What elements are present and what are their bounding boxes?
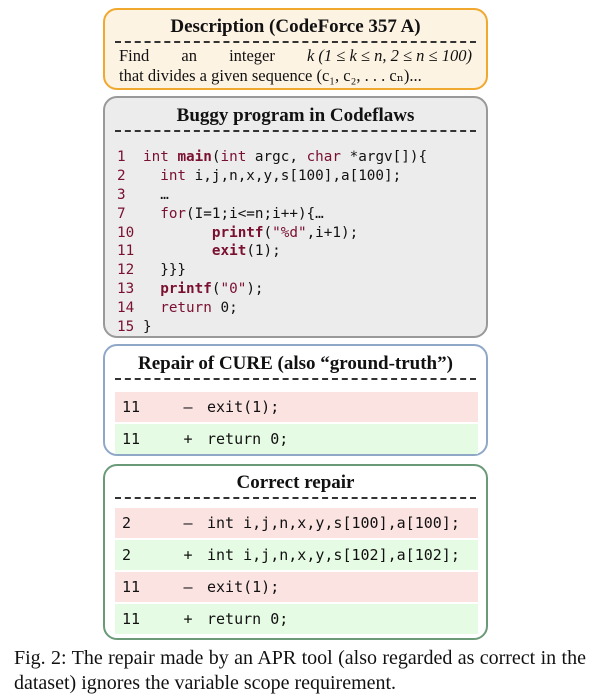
cure-title: Repair of CURE (also “ground-truth”) [138, 353, 453, 374]
description-text: Find an integer k (1 ≤ k ≤ n, 2 ≤ n ≤ 10… [105, 43, 486, 86]
correct-diff: 2–int i,j,n,x,y,s[100],a[100];2+int i,j,… [115, 508, 478, 636]
line-number: 15 [117, 319, 135, 336]
line-number: 13 [117, 281, 135, 298]
code-line: 7 for(I=1;i<=n;i++){… [117, 205, 427, 224]
line-number: 11 [117, 243, 135, 260]
figure-caption: Fig. 2: The repair made by an APR tool (… [14, 647, 586, 694]
code-line: 12 }}} [117, 261, 427, 280]
line-number: 7 [117, 205, 126, 222]
description-line-1: Find an integer k (1 ≤ k ≤ n, 2 ≤ n ≤ 10… [119, 46, 472, 66]
description-word: integer [229, 46, 275, 65]
diff-code: return 0; [207, 610, 289, 628]
diff-code: int i,j,n,x,y,s[100],a[100]; [207, 514, 460, 532]
added-line-row: 11 + return 0; [115, 604, 478, 634]
diff-code: int i,j,n,x,y,s[102],a[102]; [207, 546, 460, 564]
buggy-divider [115, 130, 476, 132]
minus-sign: – [183, 578, 193, 596]
code-text: int main(int argc, char *argv[]){ [143, 149, 428, 165]
code-text: for(I=1;i<=n;i++){… [160, 205, 324, 222]
code-line: 10 printf("%d",i+1); [117, 224, 427, 243]
added-line-row: 2 + int i,j,n,x,y,s[102],a[102]; [115, 540, 478, 570]
plus-sign: + [183, 546, 193, 564]
description-panel: Description (CodeForce 357 A) Find an in… [103, 8, 488, 90]
line-number: 12 [117, 262, 135, 279]
description-divider [115, 41, 476, 43]
diff-code: exit(1); [207, 398, 280, 416]
deleted-line-row: 11 –exit(1); [115, 392, 478, 422]
minus-sign: – [183, 514, 193, 532]
code-line: 3 … [117, 186, 427, 205]
description-line-2: that divides a given sequence (c₁, c₂, .… [119, 66, 422, 85]
code-line: 2 int i,j,n,x,y,s[100],a[100]; [117, 167, 427, 186]
deleted-line-row: 2 –int i,j,n,x,y,s[100],a[100]; [115, 508, 478, 538]
line-number: 10 [117, 224, 135, 241]
line-number: 11 [122, 610, 141, 628]
code-text: … [143, 186, 169, 203]
correct-divider [115, 497, 476, 499]
cure-repair-panel: Repair of CURE (also “ground-truth”) 11 –… [103, 344, 488, 456]
code-line: 14 return 0; [117, 299, 427, 318]
line-number: 2 [117, 167, 126, 184]
correct-repair-panel: Correct repair 2–int i,j,n,x,y,s[100],a[… [103, 464, 488, 640]
line-number: 14 [117, 300, 135, 317]
plus-sign: + [183, 610, 193, 628]
line-number: 3 [117, 186, 126, 203]
description-word: Find [119, 46, 150, 65]
line-number: 1 [117, 149, 126, 165]
code-line: 13 printf("0"); [117, 280, 427, 299]
code-text: exit(1); [211, 243, 281, 260]
code-text: printf("0"); [160, 281, 264, 298]
buggy-title: Buggy program in Codeflaws [176, 105, 415, 126]
code-text: return 0; [160, 300, 238, 317]
buggy-program-panel: Buggy program in Codeflaws 1 int main(int… [103, 96, 488, 338]
correct-title: Correct repair [236, 472, 355, 493]
cure-diff: 11 –exit(1); 11 + return 0; [115, 392, 478, 456]
code-text: }}} [143, 262, 187, 279]
added-line-row: 11 + return 0; [115, 424, 478, 454]
line-number: 11 [122, 430, 141, 448]
line-number: 11 [122, 578, 141, 596]
minus-sign: – [183, 398, 193, 416]
buggy-code-listing: 1 int main(int argc, char *argv[]){ 2 int … [117, 148, 427, 337]
code-line: 1 int main(int argc, char *argv[]){ [117, 148, 427, 167]
description-title: Description (CodeForce 357 A) [170, 16, 421, 37]
cure-divider [115, 378, 476, 380]
line-number: 2 [122, 546, 132, 564]
line-number: 2 [122, 514, 132, 532]
line-number: 11 [122, 398, 141, 416]
description-constraint: k (1 ≤ k ≤ n, 2 ≤ n ≤ 100) [306, 46, 472, 65]
diff-code: exit(1); [207, 578, 280, 596]
deleted-line-row: 11 –exit(1); [115, 572, 478, 602]
code-text: } [143, 319, 152, 336]
description-word: an [181, 46, 197, 65]
diff-code: return 0; [207, 430, 289, 448]
code-line: 11 exit(1); [117, 242, 427, 261]
code-text: printf("%d",i+1); [211, 224, 359, 241]
plus-sign: + [183, 430, 193, 448]
code-line: 15} [117, 318, 427, 337]
code-text: int i,j,n,x,y,s[100],a[100]; [160, 167, 402, 184]
